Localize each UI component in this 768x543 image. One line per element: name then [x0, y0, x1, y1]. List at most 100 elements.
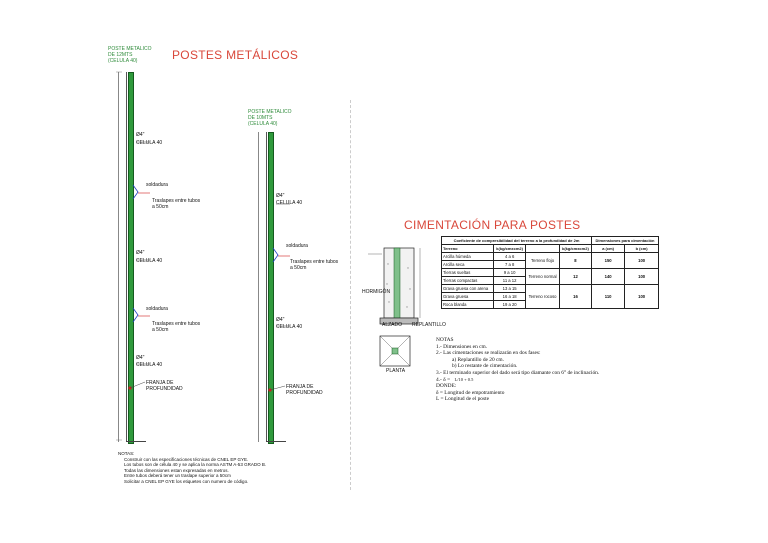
- pole10-diam-1: Ø4": [276, 193, 285, 199]
- alzado-label: ALZADO: [382, 322, 403, 328]
- footnote-item: Entre tubos deberá tener un traslape sup…: [124, 473, 231, 479]
- table-header-dims: Dimensiones para cimentación: [591, 236, 659, 245]
- footnote-item: Solicitar a CNEL EP GYE los etiquetes co…: [124, 478, 249, 484]
- divider: [350, 100, 351, 490]
- pole10-title-line2: DE 10MTS: [248, 115, 273, 121]
- col-k: k(kg/cmxcm2): [493, 244, 527, 253]
- franja-line2: PROFUNDIDAD: [286, 390, 323, 396]
- pole10-soldadura: soldadura: [286, 243, 308, 249]
- pole12-traslape-2: Traslapes entre tubos a 50cm: [152, 321, 200, 333]
- pole10-franja: FRANJA DE PROFUNDIDAD: [286, 384, 323, 396]
- traslape-line2: a 50cm: [152, 327, 169, 333]
- cimentacion-table: Coeficiente de compresibilidad del terre…: [440, 236, 659, 309]
- footnotes-title: NOTAS:: [118, 451, 135, 456]
- pole-12m-body: [128, 72, 134, 444]
- pole12-markers: [116, 71, 150, 441]
- pole12-celula-3: CELULA 40: [136, 362, 163, 368]
- col-b: b (cm): [624, 244, 659, 253]
- alzado-drawing: [368, 247, 421, 325]
- note-line: δ = Longitud de empotramiento: [436, 389, 505, 396]
- note-line: DONDE:: [436, 383, 457, 390]
- note-formula: L/10 + 0.5: [454, 376, 474, 382]
- planta-drawing: [379, 335, 411, 367]
- pole12-traslape-1: Traslapes entre tubos a 50cm: [152, 198, 200, 210]
- cell-tipo: Terreno normal: [525, 268, 560, 285]
- pole12-edge: [126, 72, 127, 442]
- cell-k: 16 a 18: [493, 292, 527, 301]
- note-line: a) Replantillo de 20 cm.: [452, 356, 504, 363]
- cell-tipo: Terreno flojo: [525, 252, 560, 269]
- traslape-line1: Traslapes entre tubos: [290, 259, 339, 265]
- cell-ratio: 12: [558, 268, 593, 285]
- cell-a: 110: [590, 284, 626, 309]
- cell-k: 13 a 15: [493, 284, 527, 293]
- traslape-line2: a 50cm: [152, 204, 169, 210]
- cell-k: 11 a 12: [493, 276, 527, 285]
- cell-b: 100: [624, 268, 659, 285]
- table-row: Grava gruesa con arena 13 a 15 Terreno r…: [440, 284, 659, 309]
- footnotes: NOTAS: Construir con las especificacione…: [118, 451, 318, 485]
- footnote-item: Construir con las especificaciones técni…: [124, 456, 249, 462]
- pole12-celula-2: CELULA 40: [136, 258, 163, 264]
- cell-k: 4 a 6: [493, 252, 527, 261]
- cimentacion-title: CIMENTACIÓN PARA POSTES: [404, 218, 581, 232]
- col-ratio: k(kg/cmxcm2): [558, 244, 593, 253]
- cell-ratio: 8: [558, 252, 593, 269]
- hormigon-label: HORMIGÓN: [362, 289, 391, 295]
- cell-terreno: Grava gruesa: [440, 292, 495, 301]
- cell-terreno: Arcilla seca: [440, 260, 495, 269]
- note-formula-row: 4.- δ = L/10 + 0.5: [436, 377, 676, 384]
- table-row: Roca blanda 19 a 20: [440, 300, 659, 309]
- note-line: 3.- El terminado superior del dado será …: [436, 369, 600, 376]
- col-terreno: Terreno: [440, 244, 495, 253]
- pole10-traslape: Traslapes entre tubos a 50cm: [290, 259, 338, 271]
- pole12-title-line3: (CELULA 40): [108, 58, 138, 64]
- cell-terreno: Roca blanda: [440, 300, 495, 309]
- pole12-title-line2: DE 12MTS: [108, 52, 133, 58]
- pole10-title-line3: (CELULA 40): [248, 121, 278, 127]
- pole12-franja: FRANJA DE PROFUNDIDAD: [146, 380, 183, 392]
- planta-label: PLANTA: [386, 368, 406, 374]
- cell-k: 7 a 8: [493, 260, 527, 269]
- notes-title: NOTAS: [436, 337, 454, 343]
- franja-line1: FRANJA DE: [146, 380, 174, 386]
- cell-k: 9 a 10: [493, 268, 527, 277]
- pole10-dim-line: [258, 132, 259, 442]
- note-line: L = Longitud de el poste: [436, 396, 489, 403]
- cell-k: 19 a 20: [493, 300, 527, 309]
- note-line: 1.- Dimensiones en cm.: [436, 343, 488, 350]
- pole10-celula-1: CELULA 40: [276, 200, 303, 206]
- table-row: Arcilla húmeda 4 a 6 Terreno flojo 8 150…: [440, 252, 659, 269]
- pole12-diam-3: Ø4": [136, 355, 145, 361]
- pole-10m-body: [268, 132, 274, 444]
- traslape-line2: a 50cm: [290, 265, 307, 271]
- cell-terreno: Tierras sueltas: [440, 268, 495, 277]
- col-tipo: [525, 244, 560, 253]
- traslape-line1: Traslapes entre tubos: [152, 321, 201, 327]
- col-a: a (cm): [590, 244, 626, 253]
- franja-line1: FRANJA DE: [286, 384, 314, 390]
- pole10-title: POSTE METALICO DE 10MTS (CELULA 40): [248, 109, 292, 127]
- pole10-edge: [266, 132, 267, 442]
- pole10-title-line1: POSTE METALICO: [248, 109, 292, 115]
- pole12-celula-1: CELULA 40: [136, 140, 163, 146]
- traslape-line1: Traslapes entre tubos: [152, 198, 201, 204]
- footnote-item: Los tubos son de célula 40 y se aplica l…: [124, 462, 267, 468]
- cell-a: 140: [590, 268, 626, 285]
- pole12-base-line: [126, 441, 146, 442]
- pole12-dim-line: [118, 72, 119, 442]
- cimentacion-notes: NOTAS 1.- Dimensiones en cm. 2.- Las cim…: [436, 337, 676, 403]
- footnote-item: Todas las dimensiones estan expresadas e…: [124, 467, 229, 473]
- pole12-soldadura-1: soldadura: [146, 182, 168, 188]
- cell-b: 100: [624, 252, 659, 269]
- table-row: Tierras sueltas 9 a 10 Terreno normal 12…: [440, 268, 659, 285]
- cell-a: 150: [590, 252, 626, 269]
- replantillo-label: REPLANTILLO: [412, 322, 446, 328]
- cell-terreno: Tierras compactas: [440, 276, 495, 285]
- pole12-soldadura-2: soldadura: [146, 306, 168, 312]
- pole10-markers: [268, 203, 290, 392]
- cell-b: 100: [624, 284, 659, 309]
- cell-tipo: Terreno rocoso: [525, 284, 560, 309]
- pole10-celula-2: CELULA 40: [276, 324, 303, 330]
- pole12-diam-1: Ø4": [136, 132, 145, 138]
